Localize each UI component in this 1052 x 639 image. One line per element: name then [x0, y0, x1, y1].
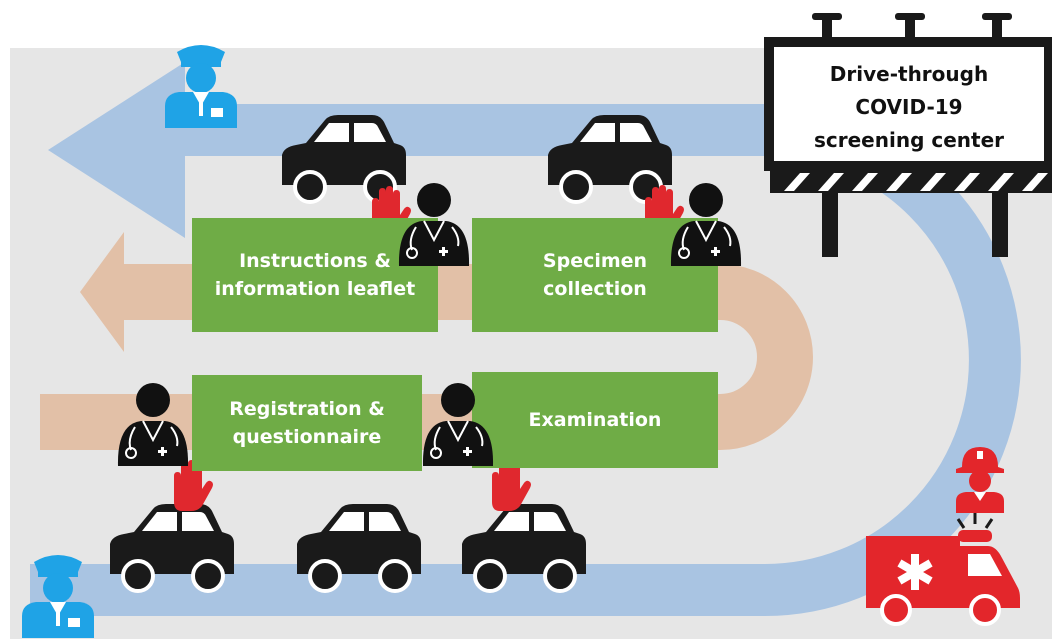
sign-title-line3: screening center [813, 127, 1004, 152]
station-examination: Examination [472, 372, 718, 468]
sign-title-line2: COVID-19 [855, 94, 963, 119]
station-instructions-line2: information leaflet [214, 278, 416, 300]
station-specimen-line1: Specimen [542, 250, 648, 272]
station-instructions-line1: Instructions & [239, 250, 391, 272]
sign-title-line1: Drive-through [829, 61, 989, 86]
firefighter-icon [956, 447, 1004, 513]
walk-lane [40, 264, 813, 450]
station-registration-line1: Registration & [229, 398, 385, 420]
ambulance-icon [866, 513, 1020, 626]
station-examination-line1: Examination [528, 409, 662, 431]
station-registration-line2: questionnaire [232, 426, 382, 448]
walk-exit-arrow [80, 232, 124, 352]
sign-title: Drive-through COVID-19 screening center [778, 52, 1040, 162]
station-registration: Registration & questionnaire [192, 375, 422, 471]
station-specimen: Specimen collection [472, 218, 718, 332]
car-exit-arrow [48, 62, 185, 238]
billboard-sign [764, 13, 1052, 257]
station-instructions: Instructions & information leaflet [192, 218, 438, 332]
station-specimen-line2: collection [543, 278, 647, 300]
